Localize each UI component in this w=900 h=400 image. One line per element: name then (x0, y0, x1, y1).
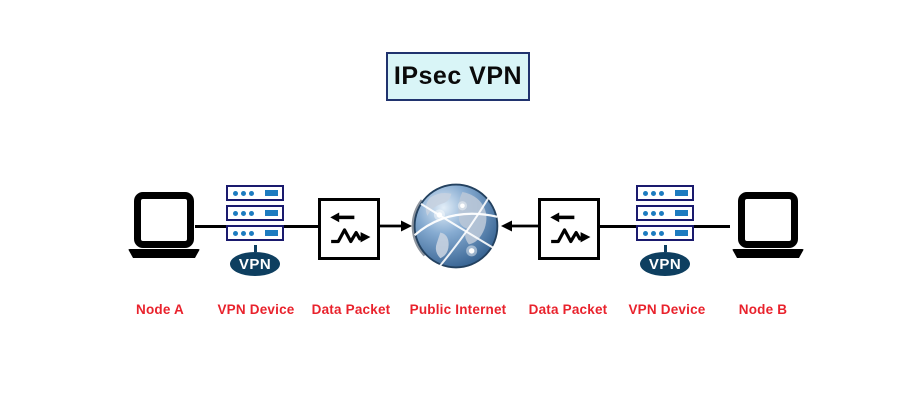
server-unit (226, 205, 284, 221)
server-led-icon (241, 230, 246, 236)
server-led-icon (643, 230, 648, 236)
label-data-packet-right: Data Packet (528, 302, 608, 317)
server-led-icon (233, 210, 238, 216)
wire-vpn-packet-left (284, 225, 318, 228)
vpn-badge-label: VPN (648, 255, 682, 273)
server-led-icon (643, 210, 648, 216)
vpn-badge: VPN (640, 252, 690, 276)
data-packet-right-icon (538, 198, 600, 260)
server-led-icon (651, 190, 656, 196)
server-led-icon (249, 230, 254, 236)
vpn-badge-stem (253, 245, 257, 252)
vpn-device-right-icon: VPN (636, 185, 694, 276)
server-slot-icon (265, 210, 278, 216)
server-led-icon (249, 210, 254, 216)
laptop-base (732, 249, 804, 258)
label-data-packet-left: Data Packet (311, 302, 391, 317)
vpn-device-left-icon: VPN (226, 185, 284, 276)
wire-packet-vpn-right (600, 225, 636, 228)
server-led-icon (233, 190, 238, 196)
server-led-icon (643, 190, 648, 196)
diagram-title-box: IPsec VPN (386, 52, 530, 101)
server-unit (636, 185, 694, 201)
arrow-right-to-internet-icon (501, 220, 539, 232)
server-led-icon (241, 190, 246, 196)
laptop-base (128, 249, 200, 258)
server-led-icon (651, 230, 656, 236)
vpn-badge: VPN (230, 252, 280, 276)
arrow-left-to-internet-icon (378, 220, 412, 232)
label-node-a: Node A (136, 302, 184, 317)
label-vpn-device-right: VPN Device (628, 302, 706, 317)
server-slot-icon (265, 230, 278, 236)
server-led-icon (241, 210, 246, 216)
label-public-internet: Public Internet (409, 302, 507, 317)
node-b-laptop-icon (730, 192, 806, 258)
server-unit (226, 225, 284, 241)
server-led-icon (249, 190, 254, 196)
packet-arrows-icon (330, 212, 371, 244)
laptop-screen (738, 192, 798, 248)
vpn-badge-label: VPN (238, 255, 272, 273)
laptop-screen (134, 192, 194, 248)
server-slot-icon (675, 190, 688, 196)
server-slot-icon (675, 230, 688, 236)
server-led-icon (659, 210, 664, 216)
server-led-icon (651, 210, 656, 216)
server-led-icon (659, 190, 664, 196)
server-led-icon (233, 230, 238, 236)
packet-arrows-icon (550, 212, 591, 244)
public-internet-globe-icon (411, 183, 499, 269)
node-a-laptop-icon (126, 192, 202, 258)
server-led-icon (659, 230, 664, 236)
wire-vpn-nodeb (694, 225, 730, 228)
server-slot-icon (675, 210, 688, 216)
server-unit (226, 185, 284, 201)
server-unit (636, 205, 694, 221)
server-slot-icon (265, 190, 278, 196)
wire-nodea-vpn (195, 225, 226, 228)
diagram-title: IPsec VPN (393, 62, 523, 90)
vpn-badge-stem (663, 245, 667, 252)
label-node-b: Node B (738, 302, 788, 317)
data-packet-left-icon (318, 198, 380, 260)
label-vpn-device-left: VPN Device (217, 302, 295, 317)
server-unit (636, 225, 694, 241)
